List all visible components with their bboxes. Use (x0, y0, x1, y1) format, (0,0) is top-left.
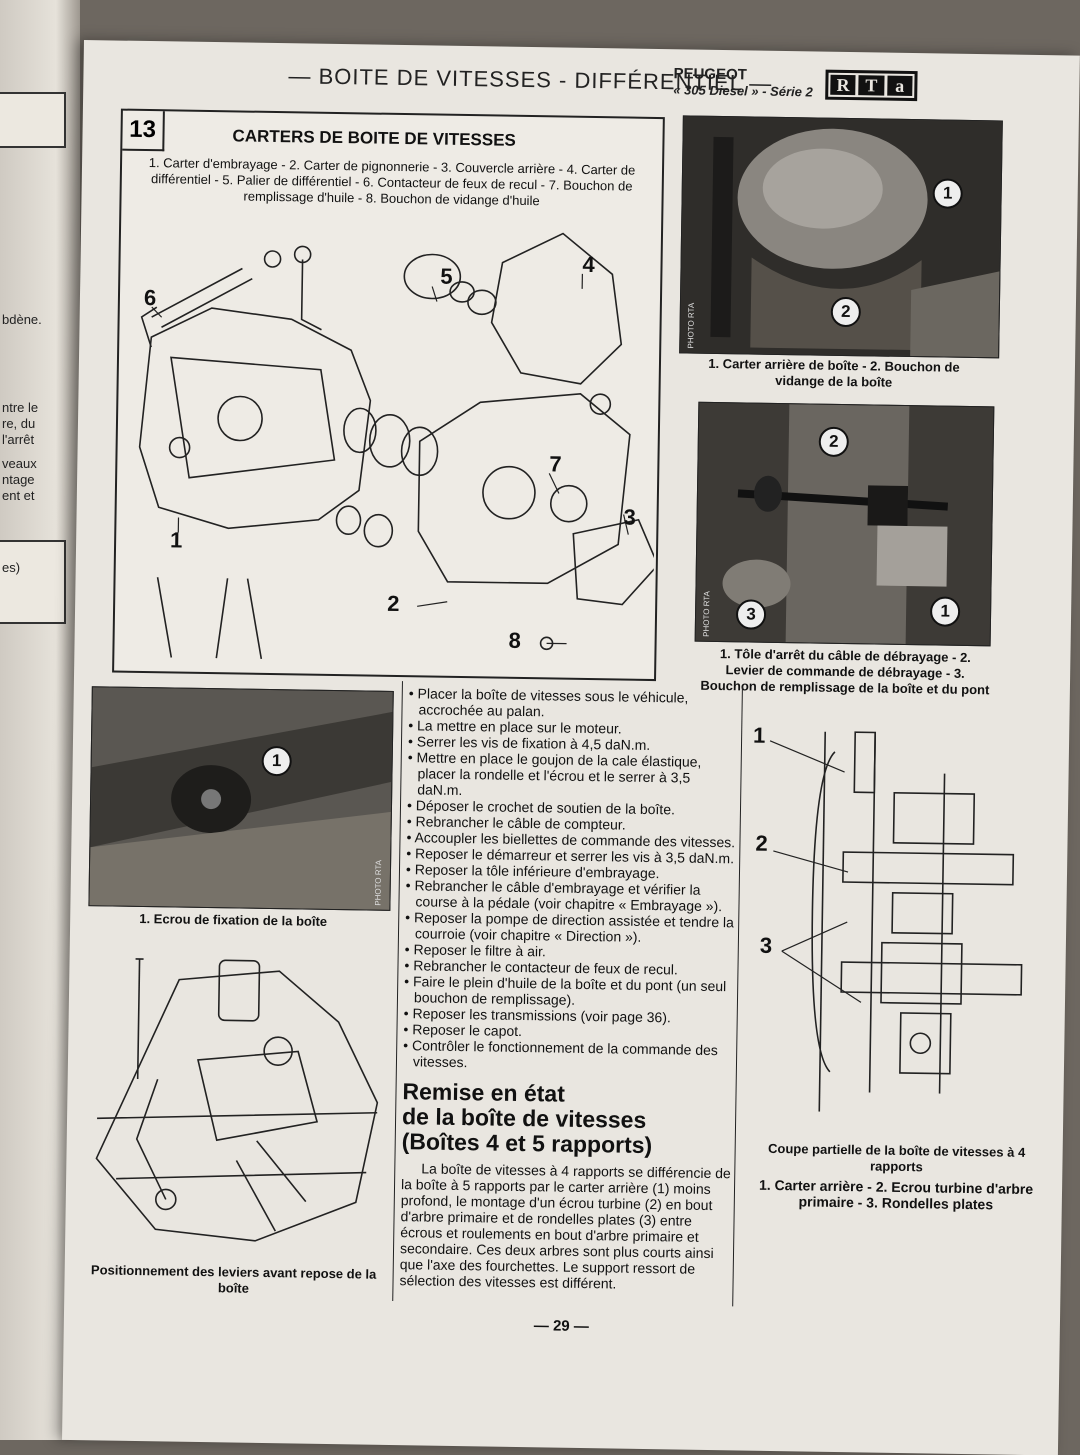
brand-name: PEUGEOT (673, 65, 813, 84)
instruction-item: Reposer la pompe de direction assistée e… (405, 909, 735, 946)
exploded-gearbox-drawing: 1 2 3 4 5 6 7 8 (116, 197, 659, 675)
left-page-text: ent et (2, 488, 35, 503)
section-callout: 1 (753, 723, 766, 748)
photo-mounting-nut-image (89, 687, 392, 910)
photo-rear-housing-caption: 1. Carter arrière de boîte - 2. Bouchon … (689, 356, 979, 393)
figure-callout: 6 (144, 285, 157, 310)
figure-number: 13 (122, 111, 165, 152)
figure-callout: 7 (549, 451, 562, 476)
section-callout: 2 (755, 831, 768, 856)
left-page-text: bdène. (2, 312, 42, 327)
brand-block: PEUGEOT « 305 Diesel » - Série 2 (673, 65, 813, 99)
photo-credit: PHOTO RTA (702, 591, 712, 637)
model-name: « 305 Diesel » - Série 2 (673, 82, 813, 99)
rta-logo: R T a (825, 70, 917, 101)
photo-clutch-cable: 2 3 1 PHOTO RTA (695, 402, 995, 647)
left-page-text: es) (2, 560, 20, 575)
instruction-item: Placer la boîte de vitesses sous le véhi… (408, 685, 738, 722)
photo-credit: PHOTO RTA (686, 303, 696, 349)
photo-mounting-nut-caption: 1. Ecrou de fixation de la boîte (88, 910, 378, 931)
instructions-column: Placer la boîte de vitesses sous le véhi… (399, 685, 738, 1293)
cross-section-caption-legend: 1. Carter arrière - 2. Ecrou turbine d'a… (746, 1177, 1046, 1214)
logo-letter: a (887, 76, 913, 96)
photo-mounting-nut: 1 PHOTO RTA (88, 686, 393, 911)
figure-callout: 8 (508, 628, 521, 653)
left-page-table: es) (0, 540, 66, 624)
figure-callout: 1 (170, 527, 183, 552)
cross-section-caption-title: Coupe partielle de la boîte de vitesses … (746, 1141, 1046, 1178)
figure-callout: 3 (623, 505, 636, 530)
lever-positioning-caption: Positionnement des leviers avant repose … (78, 1262, 388, 1299)
figure-callout: 5 (440, 264, 453, 289)
figure-title: CARTERS DE BOITE DE VITESSES (232, 126, 516, 150)
instruction-item: Faire le plein d'huile de la boîte et du… (404, 973, 734, 1010)
lever-positioning-sketch (75, 938, 400, 1263)
photo-credit: PHOTO RTA (373, 860, 383, 906)
left-page-text: re, du (2, 416, 35, 431)
instruction-item: Mettre en place le goujon de la cale éla… (407, 749, 738, 802)
left-page-text: ntre le (2, 400, 38, 415)
figure-callout: 2 (387, 591, 400, 616)
logo-letter: R (830, 75, 856, 95)
figure-callout: 4 (582, 252, 595, 277)
section-title-line: (Boîtes 4 et 5 rapports) (402, 1129, 732, 1159)
logo-letter: T (859, 75, 885, 95)
cross-section-drawing: 1 2 3 (739, 710, 1045, 1115)
page-number: — 29 — (534, 1317, 589, 1335)
section-callout: 3 (760, 933, 773, 958)
photo-clutch-cable-caption: 1. Tôle d'arrêt du câble de débrayage - … (700, 646, 991, 699)
section-paragraph: La boîte de vitesses à 4 rapports se dif… (399, 1160, 731, 1293)
manual-page: — BOITE DE VITESSES - DIFFÉRENTIEL — PEU… (62, 40, 1080, 1455)
left-page-box (0, 92, 66, 148)
left-page-text: veaux (2, 456, 37, 471)
instruction-item: Rebrancher le câble d'embrayage et vérif… (405, 877, 735, 914)
left-page-text: l'arrêt (2, 432, 34, 447)
instruction-item: Contrôler le fonctionnement de la comman… (403, 1037, 733, 1074)
figure-13-box: 13 CARTERS DE BOITE DE VITESSES 1. Carte… (112, 109, 665, 681)
photo-rear-housing: 1 2 PHOTO RTA (679, 115, 1003, 358)
left-page-text: ntage (2, 472, 35, 487)
section-title: Remise en état de la boîte de vitesses (… (402, 1079, 733, 1159)
